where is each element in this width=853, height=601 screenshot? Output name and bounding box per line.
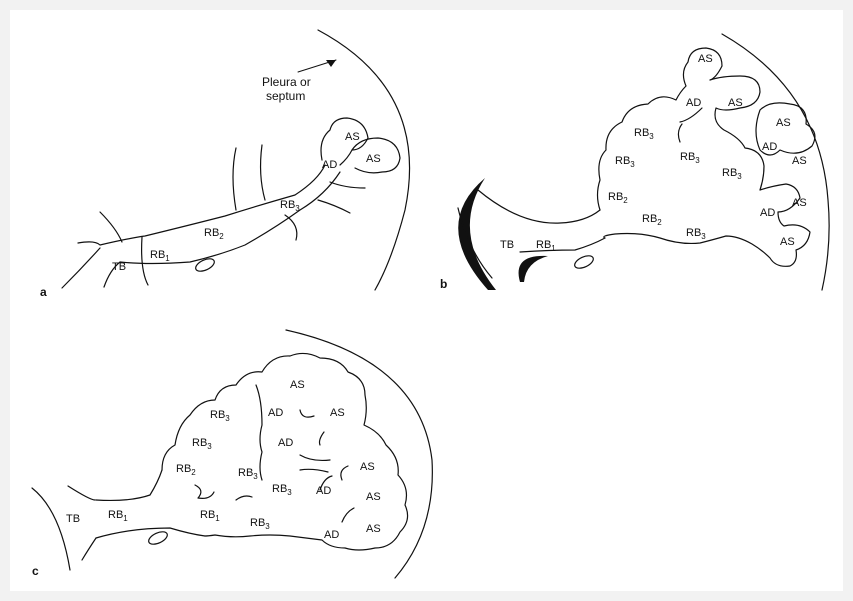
panel-c-ad4-label: AD [324,529,339,541]
panel-c-as2-label: AS [330,407,345,419]
panel-c-ad2-label: AD [278,437,293,449]
panel-a-tb-label: TB [112,261,126,273]
panel-b-as4-label: AS [792,155,807,167]
panel-b-as1-label: AS [698,53,713,65]
panel-c-as1-label: AS [290,379,305,391]
panel-b-as5-label: AS [792,197,807,209]
figure-panel-area [10,10,843,591]
panel-c-as4-label: AS [366,491,381,503]
panel-c-ad1-label: AD [268,407,283,419]
panel-b-label: b [440,277,447,291]
panel-b-ad2-label: AD [762,141,777,153]
panel-b-tb-label: TB [500,239,514,251]
panel-a-annotation-line1: Pleura or [262,75,311,89]
panel-a-label: a [40,285,47,299]
panel-c-as5-label: AS [366,523,381,535]
panel-b-ad1-label: AD [686,97,701,109]
panel-b-as2-label: AS [728,97,743,109]
panel-a-annotation-line2: septum [266,89,305,103]
panel-a-as2-label: AS [366,153,381,165]
panel-b-as3-label: AS [776,117,791,129]
panel-c-ad3-label: AD [316,485,331,497]
panel-a-as1-label: AS [345,131,360,143]
panel-a-ad-label: AD [322,159,337,171]
panel-b-ad3-label: AD [760,207,775,219]
panel-b-as6-label: AS [780,236,795,248]
panel-c-as3-label: AS [360,461,375,473]
panel-c-label: c [32,564,39,578]
panel-c-tb-label: TB [66,513,80,525]
